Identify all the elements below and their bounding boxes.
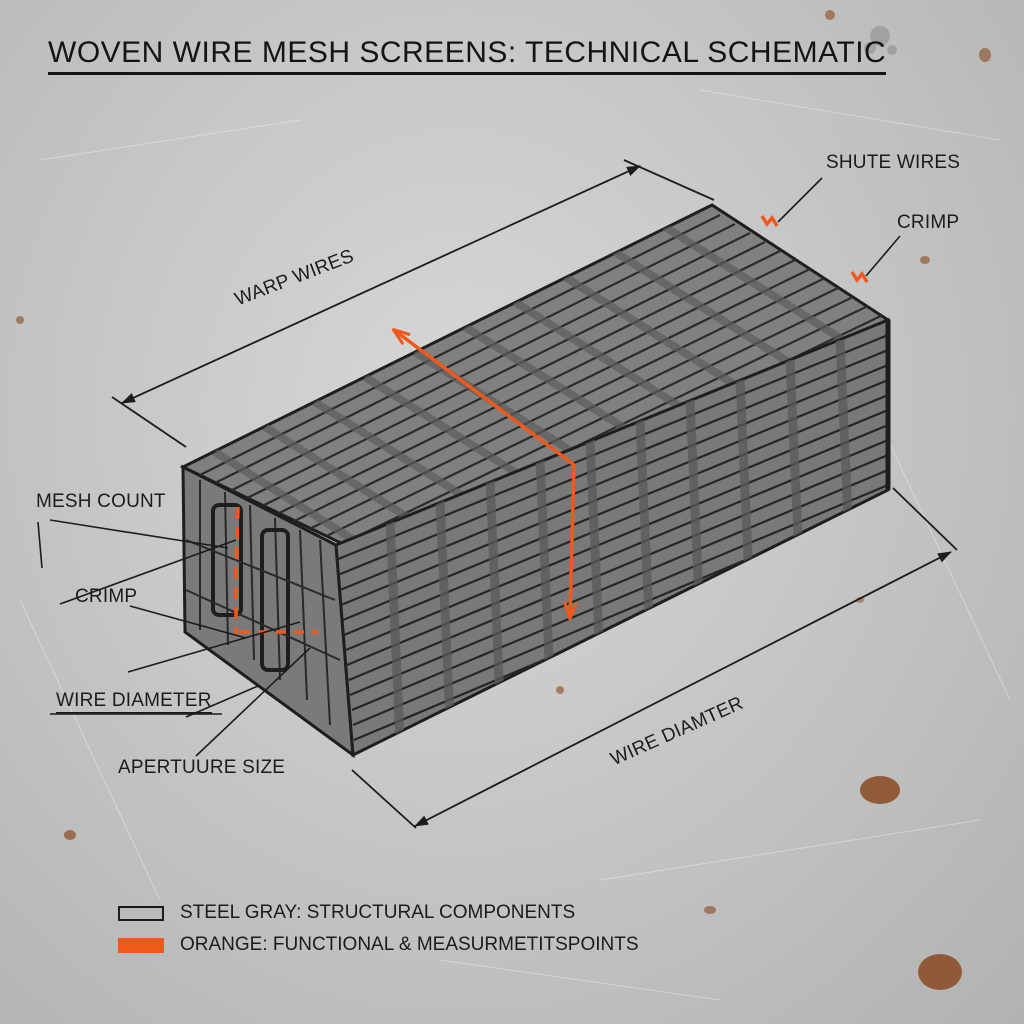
label-crimp-left: CRIMP	[75, 586, 138, 607]
legend-swatch-steel	[118, 905, 164, 921]
label-aperture-size: APERTUURE SIZE	[118, 757, 286, 778]
label-crimp-top: CRIMP	[897, 212, 960, 233]
legend-text-steel: STEEL GRAY: STRUCTURAL COMPONENTS	[180, 902, 576, 923]
mesh-body	[179, 203, 891, 759]
label-mesh-count: MESH COUNT	[36, 491, 166, 512]
legend-text-orange: ORANGE: FUNCTIONAL & MEASURMETITSPOINTS	[180, 934, 639, 955]
legend-swatch-orange	[118, 937, 164, 953]
warp-dimension-line	[111, 159, 715, 448]
scratches	[19, 89, 1011, 1001]
label-shute-wires: SHUTE WIRES	[826, 152, 961, 173]
leader-lines	[37, 177, 901, 757]
wire-diamter-dimension-line	[351, 487, 958, 829]
label-wire-diameter: WIRE DIAMETER	[56, 690, 212, 714]
legend-item-steel: STEEL GRAY: STRUCTURAL COMPONENTS	[118, 902, 575, 924]
orange-measurement-markers	[234, 215, 869, 636]
legend-item-orange: ORANGE: FUNCTIONAL & MEASURMETITSPOINTS	[118, 934, 639, 956]
page-title: WOVEN WIRE MESH SCREENS: TECHNICAL SCHEM…	[48, 36, 887, 75]
scuff-mark	[864, 26, 897, 55]
